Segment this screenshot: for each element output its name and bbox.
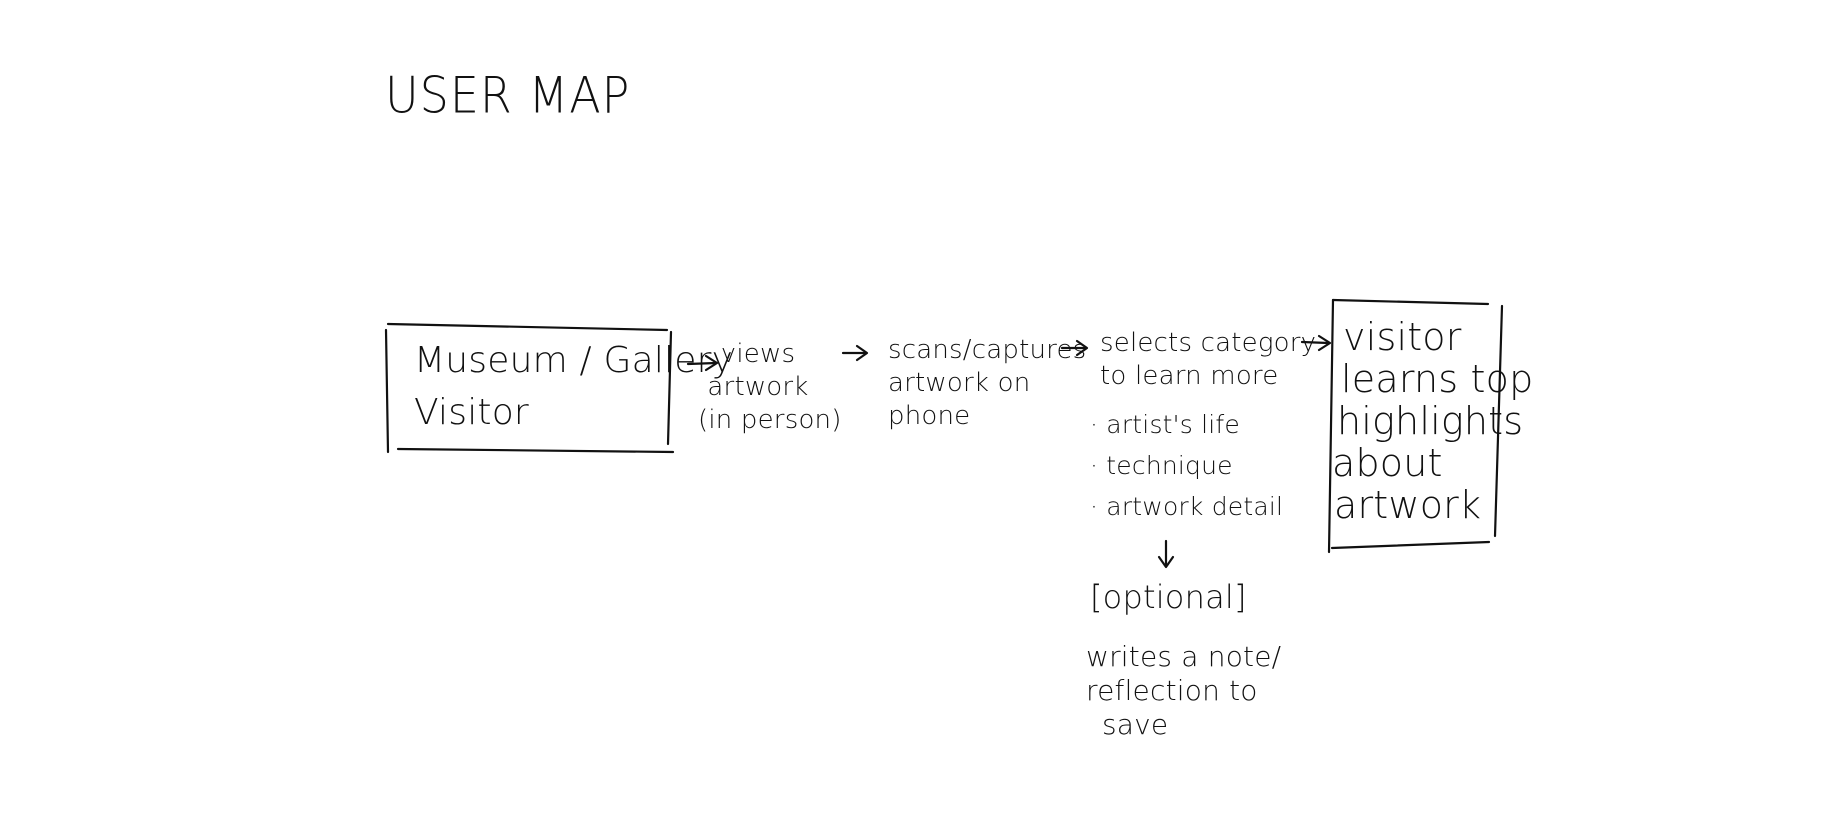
start-box-line-1: Museum / Gallery (414, 340, 734, 381)
step-scans-captures-line-3: phone (888, 401, 971, 431)
optional-label: [optional] (1090, 578, 1247, 616)
step-writes-note: writes a note/ reflection to save (1086, 640, 1281, 742)
end-box-line-5: artwork (1334, 483, 1482, 527)
step-writes-note-line-1: writes a note/ (1086, 640, 1282, 673)
arrow-right-4 (1300, 334, 1332, 352)
end-box-line-4: about (1332, 441, 1443, 485)
arrow-right-2 (841, 344, 869, 362)
category-bullet-item: · artist's life (1090, 410, 1240, 439)
step-selects-category-line-1: selects category (1100, 328, 1317, 358)
arrow-right-3 (1060, 339, 1089, 357)
step-scans-captures: scans/captures artwork on phone (888, 334, 1086, 433)
step-views-artwork: views artwork (in person) (698, 338, 842, 437)
end-box-border (1327, 298, 1504, 554)
step-scans-captures-line-2: artwork on (888, 368, 1031, 398)
start-box-line-2: Visitor (414, 392, 529, 433)
step-selects-category-line-2: to learn more (1100, 361, 1279, 391)
step-writes-note-line-3: save (1102, 708, 1169, 741)
arrow-down (1157, 539, 1175, 569)
start-box-border (384, 322, 675, 454)
step-views-artwork-line-3: (in person) (698, 405, 842, 435)
arrow-right-1 (686, 354, 719, 372)
category-bullet-item: · artwork detail (1090, 492, 1284, 521)
category-bullet-item: · technique (1090, 451, 1233, 480)
page-title: USER MAP (385, 66, 631, 125)
step-writes-note-line-2: reflection to (1086, 674, 1258, 707)
category-bullet-list: · artist's life · technique · artwork de… (1090, 404, 1283, 527)
step-views-artwork-line-2: artwork (707, 372, 809, 402)
end-box-line-2: learns top (1341, 357, 1534, 401)
step-views-artwork-line-1: views (720, 339, 796, 369)
step-selects-category: selects category to learn more (1100, 327, 1316, 393)
end-box-line-1: visitor (1343, 315, 1462, 359)
end-box-text: visitor learns top highlights about artw… (1332, 315, 1534, 526)
step-scans-captures-line-1: scans/captures (888, 335, 1087, 365)
end-box-line-3: highlights (1337, 399, 1524, 443)
